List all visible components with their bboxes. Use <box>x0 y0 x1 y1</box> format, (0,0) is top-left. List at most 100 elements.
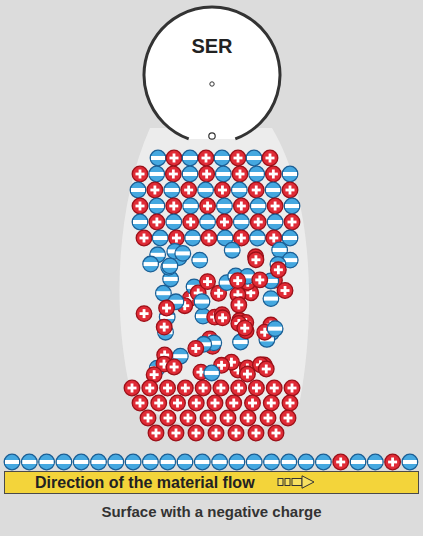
ion-body <box>217 198 233 214</box>
positive-ion <box>208 425 224 441</box>
plus-sign <box>173 363 176 372</box>
electrode-circle: SER <box>191 35 232 58</box>
negative-ion <box>166 214 182 230</box>
negative-ion <box>281 454 297 470</box>
plus-sign <box>255 384 258 393</box>
negative-ion <box>182 150 198 166</box>
positive-ion <box>266 380 282 396</box>
ion-body <box>217 214 233 230</box>
negative-ion <box>177 454 193 470</box>
ion-body <box>159 300 175 316</box>
ion-body <box>166 198 182 214</box>
ion-body <box>250 214 266 230</box>
plus-sign <box>176 399 179 408</box>
minus-sign <box>234 220 248 224</box>
ion-body <box>149 166 165 182</box>
ion-body <box>108 454 124 470</box>
plus-sign <box>147 414 150 423</box>
minus-sign <box>403 460 417 464</box>
arrow-segment <box>278 479 283 486</box>
plus-sign <box>206 202 209 211</box>
ion-body <box>188 425 204 441</box>
positive-ion <box>271 262 287 278</box>
positive-ion <box>385 454 401 470</box>
ion-body <box>402 454 418 470</box>
positive-ion <box>156 319 172 335</box>
positive-ion <box>284 214 300 230</box>
ion-body <box>258 361 274 377</box>
ion-body <box>156 319 172 335</box>
negative-ion <box>175 246 191 262</box>
ion-body <box>249 166 265 182</box>
minus-sign <box>133 220 147 224</box>
plus-sign <box>255 429 258 438</box>
positive-ion <box>166 166 182 182</box>
plus-sign <box>255 186 258 195</box>
plus-sign <box>175 429 178 438</box>
plus-sign <box>270 399 273 408</box>
ion-body <box>192 252 208 268</box>
negative-ion <box>152 230 168 246</box>
plus-sign <box>269 154 272 163</box>
ion-body <box>204 365 220 381</box>
positive-ion <box>231 380 247 396</box>
plus-sign <box>187 414 190 423</box>
minus-sign <box>201 220 215 224</box>
minus-sign <box>266 188 280 192</box>
minus-sign <box>247 460 261 464</box>
positive-ion <box>282 395 298 411</box>
minus-sign <box>183 156 197 160</box>
ion-body <box>170 395 186 411</box>
ion-body <box>249 380 265 396</box>
ion-body <box>229 454 245 470</box>
negative-ion <box>250 230 266 246</box>
positive-ion <box>217 214 233 230</box>
ion-body <box>160 410 176 426</box>
plus-sign <box>237 300 240 309</box>
positive-ion <box>200 410 216 426</box>
positive-ion <box>183 214 199 230</box>
plus-sign <box>291 218 294 227</box>
plus-sign <box>155 429 158 438</box>
ion-body <box>132 166 148 182</box>
ion-body <box>267 321 283 337</box>
ion-body <box>250 198 266 214</box>
plus-sign <box>240 234 243 243</box>
ion-body <box>248 425 264 441</box>
minus-sign <box>250 172 264 176</box>
ion-body <box>182 150 198 166</box>
positive-ion <box>207 395 223 411</box>
negative-ion <box>183 198 199 214</box>
plus-sign <box>194 344 197 353</box>
ion-body <box>268 425 284 441</box>
ion-cloud <box>119 128 309 430</box>
negative-ion <box>130 182 146 198</box>
ion-body <box>240 410 256 426</box>
minus-sign <box>144 262 158 266</box>
negative-ion <box>249 166 265 182</box>
ion-body <box>132 198 148 214</box>
plus-sign <box>195 399 198 408</box>
ion-body <box>267 198 283 214</box>
negative-ion <box>264 454 280 470</box>
positive-ion <box>333 454 349 470</box>
minus-sign <box>92 460 106 464</box>
plus-sign <box>235 429 238 438</box>
plus-sign <box>265 365 268 374</box>
plus-sign <box>195 429 198 438</box>
ion-body <box>213 380 229 396</box>
negative-ion <box>143 256 159 272</box>
ion-body <box>168 425 184 441</box>
minus-sign <box>193 258 207 262</box>
negative-ion <box>216 166 232 182</box>
ion-body <box>130 182 146 198</box>
plus-sign <box>187 186 190 195</box>
minus-sign <box>126 460 140 464</box>
ion-body <box>166 214 182 230</box>
ion-body <box>200 214 216 230</box>
positive-ion <box>188 425 204 441</box>
negative-ion <box>22 454 38 470</box>
plus-sign <box>206 277 209 286</box>
plus-sign <box>215 429 218 438</box>
plus-sign <box>251 399 254 408</box>
